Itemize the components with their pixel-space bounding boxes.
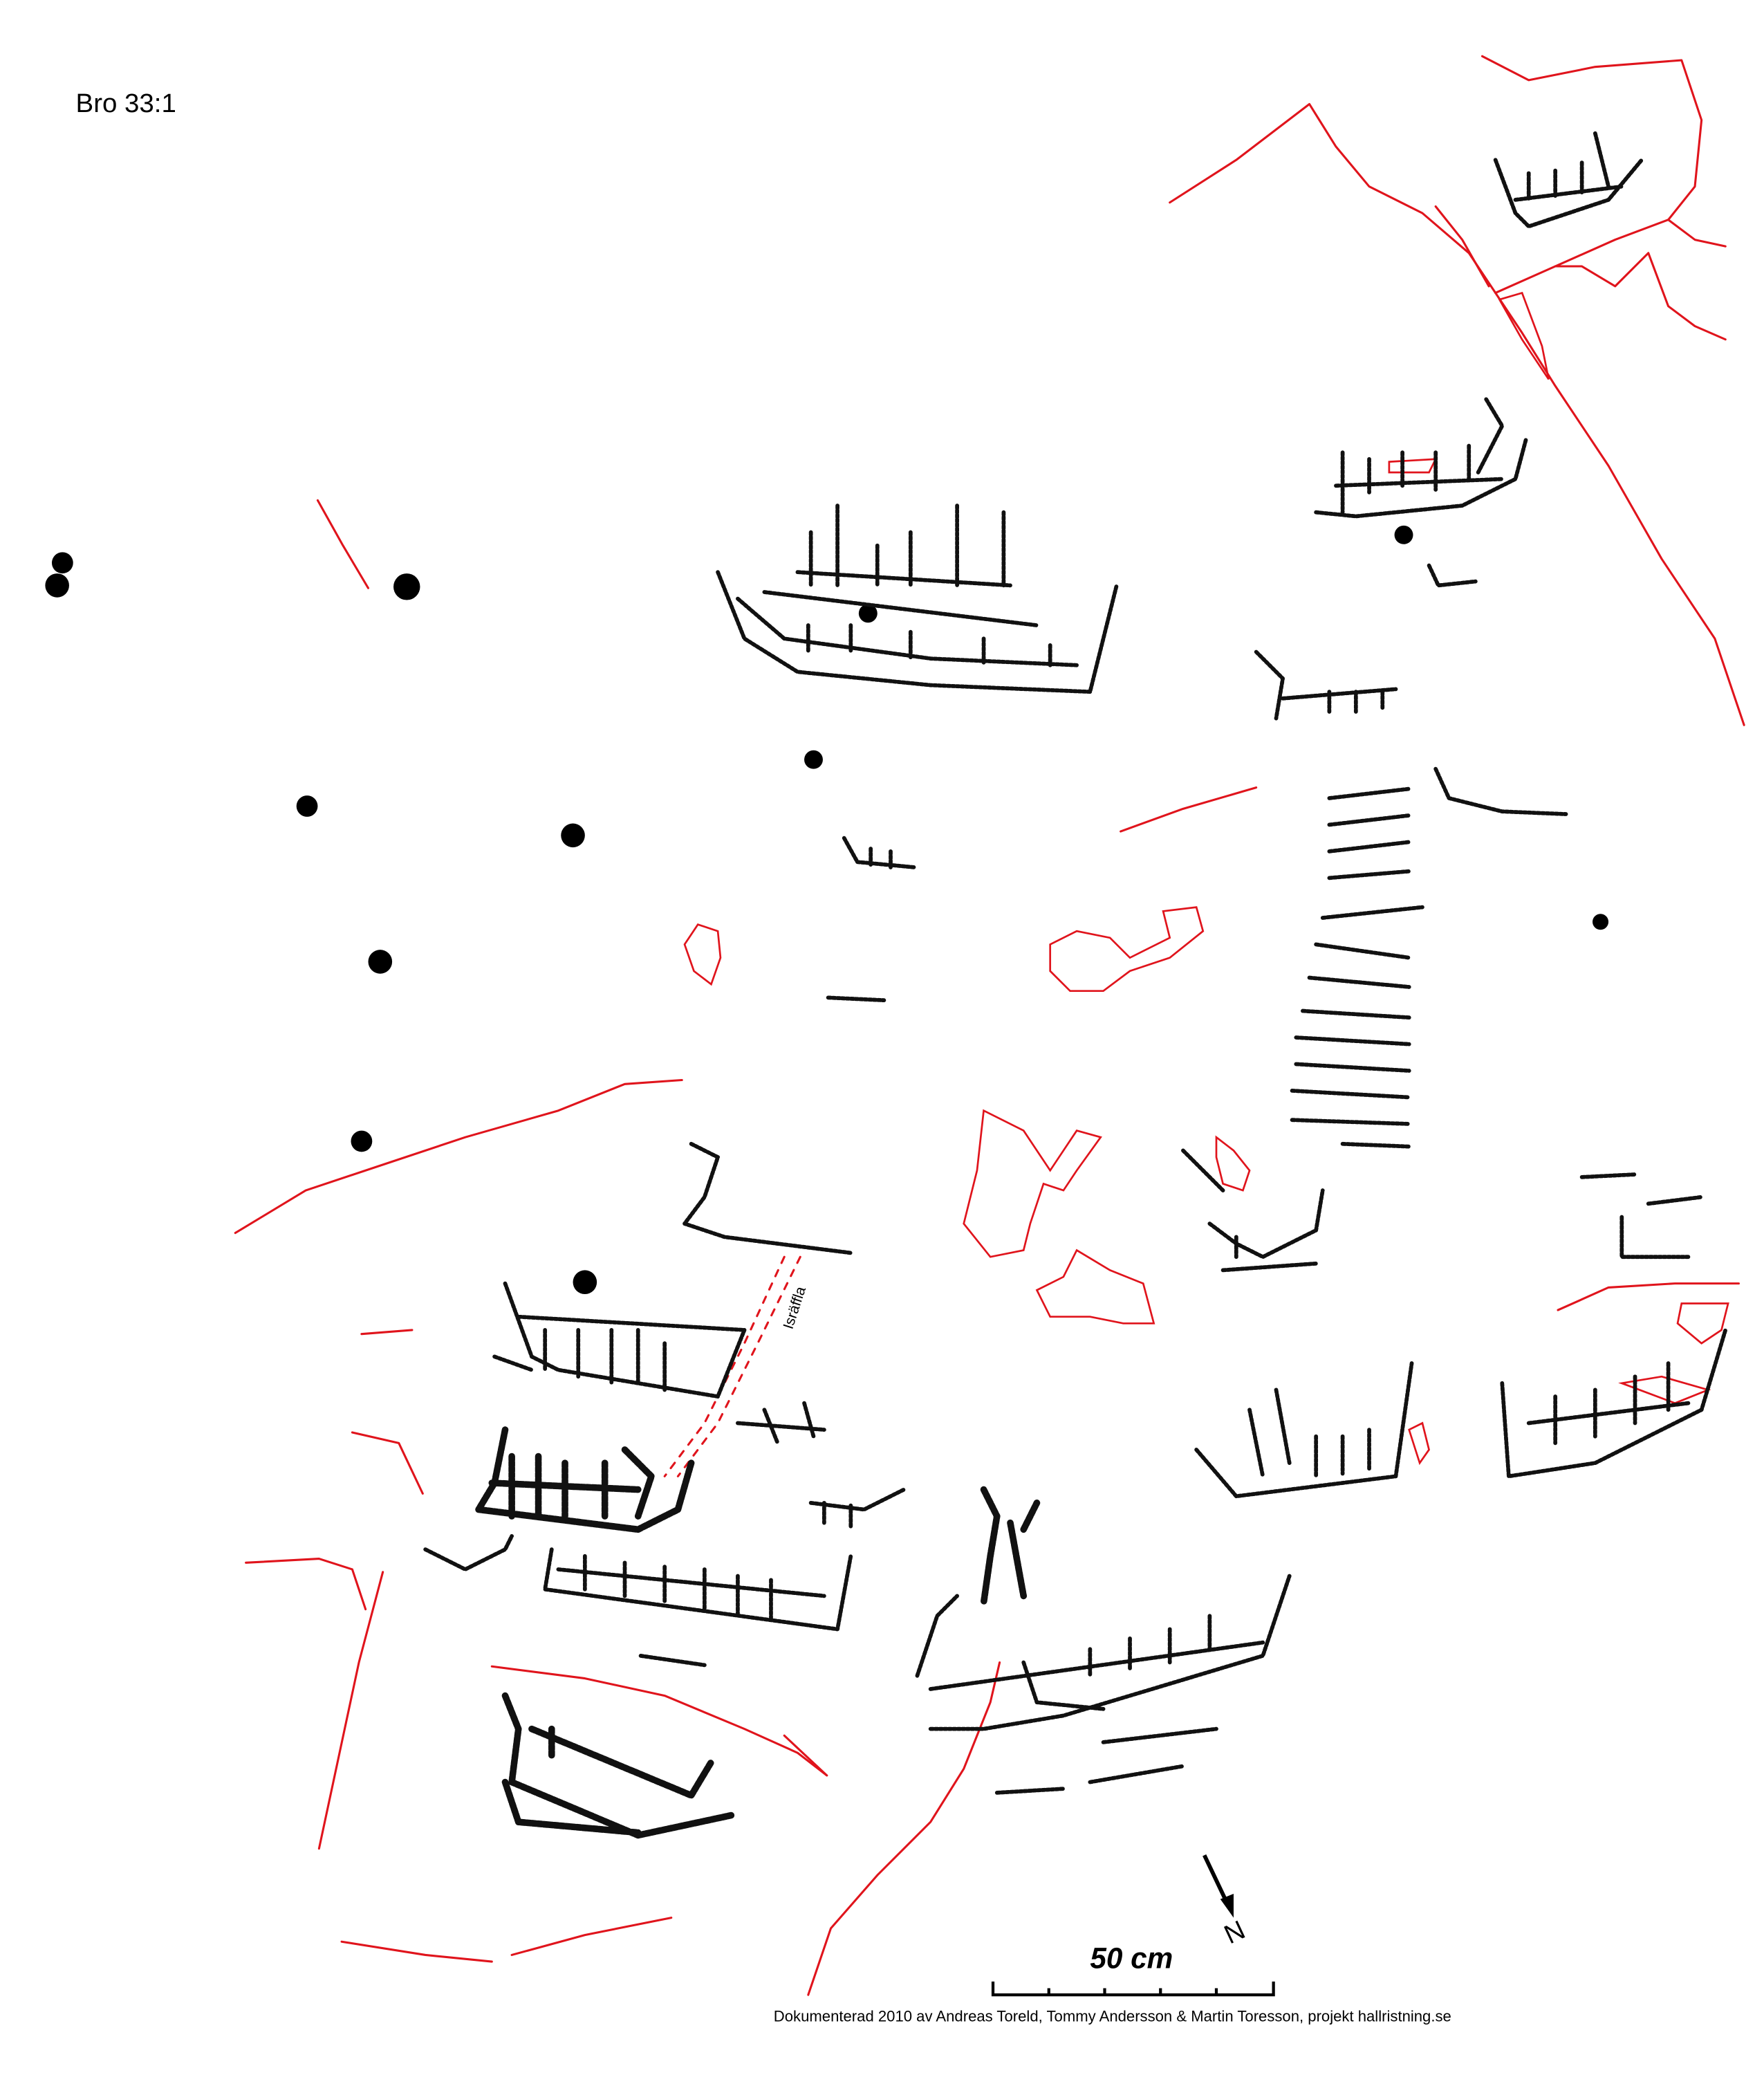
north-arrow: N (1203, 1854, 1250, 1950)
arrow-head-icon (1220, 1894, 1234, 1918)
scale-bar: 50 cm (991, 1942, 1275, 1997)
cup-mark (804, 750, 823, 769)
cup-mark (393, 573, 420, 600)
cup-marks (45, 525, 1609, 1295)
cup-mark (45, 573, 69, 598)
cup-mark (1394, 525, 1413, 544)
cup-mark (1593, 914, 1609, 930)
drawing-title: Bro 33:1 (76, 89, 176, 118)
cup-mark (296, 795, 318, 817)
cup-mark (561, 823, 585, 848)
cup-mark (368, 950, 393, 974)
north-label: N (1220, 1915, 1250, 1950)
rock-cracks (234, 55, 1745, 1996)
ice-scratch-label: Isräffla (781, 1284, 809, 1331)
scale-label: 50 cm (1090, 1942, 1173, 1975)
cup-mark (858, 604, 878, 623)
cup-mark (573, 1270, 597, 1295)
credit-line: Dokumenterad 2010 av Andreas Toreld, Tom… (774, 2008, 1451, 2025)
carvings (423, 131, 1728, 1839)
cup-mark (351, 1130, 373, 1152)
cup-mark (51, 552, 73, 574)
